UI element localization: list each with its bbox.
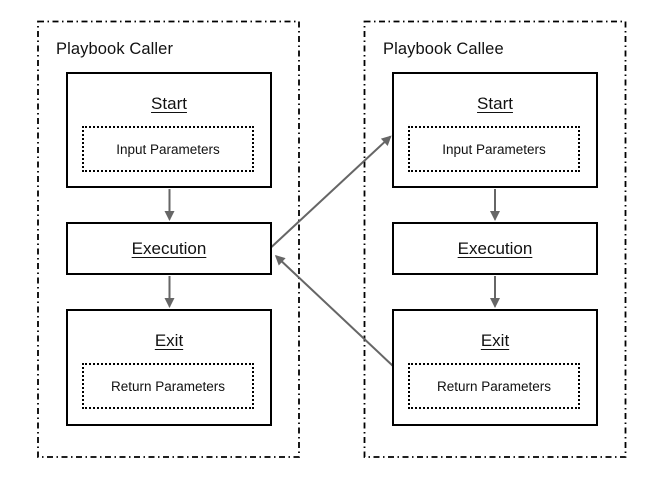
- caller-return-parameters-label: Return Parameters: [110, 378, 226, 394]
- caller-return-parameters-box: Return Parameters: [82, 363, 254, 409]
- caller-panel-border: [37, 20, 300, 458]
- callee-input-parameters-label: Input Parameters: [442, 141, 546, 157]
- callee-input-parameters-box: Input Parameters: [408, 126, 580, 172]
- callee-execution-title: Execution: [457, 238, 533, 258]
- caller-input-parameters-label: Input Parameters: [116, 141, 220, 157]
- arrow-return-callee-exit-to-caller-execution: [274, 254, 394, 367]
- caller-start-title: Start: [151, 94, 187, 113]
- caller-execution-node: Execution: [66, 222, 272, 275]
- callee-exit-title: Exit: [480, 331, 510, 350]
- callee-start-node: Start Input Parameters: [392, 72, 598, 188]
- caller-start-node: Start Input Parameters: [66, 72, 272, 188]
- callee-start-title: Start: [477, 94, 513, 113]
- callee-return-parameters-box: Return Parameters: [408, 363, 580, 409]
- arrow-call-caller-execution-to-callee-start: [270, 135, 392, 248]
- callee-return-parameters-label: Return Parameters: [436, 378, 552, 394]
- caller-panel-title: Playbook Caller: [56, 40, 174, 58]
- callee-execution-node: Execution: [392, 222, 598, 275]
- callee-panel-border: [363, 20, 627, 458]
- caller-input-parameters-box: Input Parameters: [82, 126, 254, 172]
- caller-exit-node: Exit Return Parameters: [66, 309, 272, 426]
- caller-exit-title: Exit: [154, 331, 184, 350]
- callee-exit-node: Exit Return Parameters: [392, 309, 598, 426]
- caller-execution-title: Execution: [131, 238, 207, 258]
- callee-panel-title: Playbook Callee: [383, 40, 504, 58]
